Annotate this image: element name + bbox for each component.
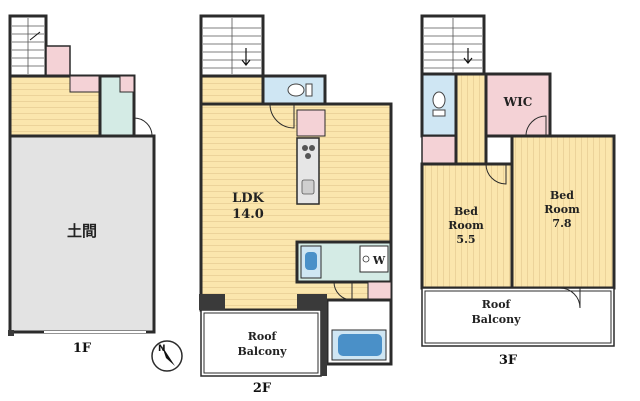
hallway-3f xyxy=(454,72,488,166)
toilet-icon xyxy=(432,91,446,109)
bedroom-5-5-size: 5.5 xyxy=(456,233,475,246)
bedroom-7-8-label-2: Room xyxy=(544,203,580,216)
compass-label: N xyxy=(158,344,166,354)
roof-balcony-3f-inner xyxy=(424,290,612,344)
shoe-box-1f xyxy=(119,75,135,93)
washer-label: W xyxy=(372,254,386,267)
door-swing-2f xyxy=(269,103,295,129)
roof-balcony-2f-label-2: Balcony xyxy=(237,345,287,358)
stove-burner-icon xyxy=(305,153,311,159)
stove-burner-icon xyxy=(302,145,308,151)
storage-1f xyxy=(45,45,71,77)
floor-2f: LDK 14.0 W Roof Balcony 2F xyxy=(199,14,393,396)
stair-arrow-3f xyxy=(463,48,473,64)
pillar-1f xyxy=(8,330,14,336)
toilet-icon xyxy=(287,83,305,97)
pillar-2f xyxy=(199,294,225,310)
basin-icon xyxy=(305,252,317,270)
sink-icon xyxy=(301,179,315,195)
floor-label-1f: 1F xyxy=(73,341,92,356)
closet-1f xyxy=(69,75,101,93)
balcony-door-swing xyxy=(559,287,581,309)
bedroom-5-5-label-2: Room xyxy=(448,219,484,232)
landing-2f xyxy=(199,74,265,106)
storage-3f xyxy=(421,135,457,165)
stair-steps-1f xyxy=(12,18,44,74)
bedroom-7-8 xyxy=(510,134,616,290)
floor-1f: 土間 1F xyxy=(8,14,156,356)
doma-room xyxy=(8,134,156,334)
fridge-space-2f xyxy=(296,109,326,137)
ldk-label: LDK xyxy=(232,191,264,206)
roof-balcony-2f-label: Roof xyxy=(248,330,278,343)
stair-steps-2f xyxy=(203,18,261,74)
roof-balcony-3f xyxy=(421,287,615,347)
floor-3f: WIC Bed Room 5.5 Bed Room 7.8 Roof Balco… xyxy=(420,14,616,368)
toilet-tank-icon xyxy=(432,109,446,117)
roof-balcony-3f-label-2: Balcony xyxy=(471,313,521,326)
floor-label-2f: 2F xyxy=(253,381,272,396)
bedroom-5-5 xyxy=(420,162,514,290)
roof-balcony-2f-inner xyxy=(203,312,319,374)
stair-arrow-1f xyxy=(29,31,41,41)
roof-balcony-2f xyxy=(200,309,322,377)
toilet-tank-icon xyxy=(305,83,313,97)
bedroom-7-8-size: 7.8 xyxy=(552,217,571,230)
washer-drain-icon xyxy=(362,255,370,263)
stair-steps-3f xyxy=(424,18,482,72)
wic-door-swing xyxy=(525,115,547,137)
floor-label-3f: 3F xyxy=(499,353,518,368)
stove-burner-icon xyxy=(309,145,315,151)
linen-storage-2f xyxy=(367,281,392,301)
roof-balcony-3f-label: Roof xyxy=(482,298,512,311)
compass: N xyxy=(151,340,183,372)
doma-label: 土間 xyxy=(67,222,97,240)
bedroom-door-swing xyxy=(485,163,507,185)
stair-arrow-2f xyxy=(241,48,251,66)
compass-needle-icon xyxy=(162,346,175,366)
wall-2f xyxy=(321,310,327,376)
pillar-2f xyxy=(297,294,327,310)
door-swing-1f xyxy=(133,117,153,137)
bathtub-basin-icon xyxy=(338,334,382,356)
washer-space xyxy=(359,245,389,273)
ldk-size-label: 14.0 xyxy=(232,207,264,222)
wic-label: WIC xyxy=(503,95,533,109)
bedroom-5-5-label: Bed xyxy=(454,205,478,218)
bedroom-7-8-label: Bed xyxy=(550,189,574,202)
